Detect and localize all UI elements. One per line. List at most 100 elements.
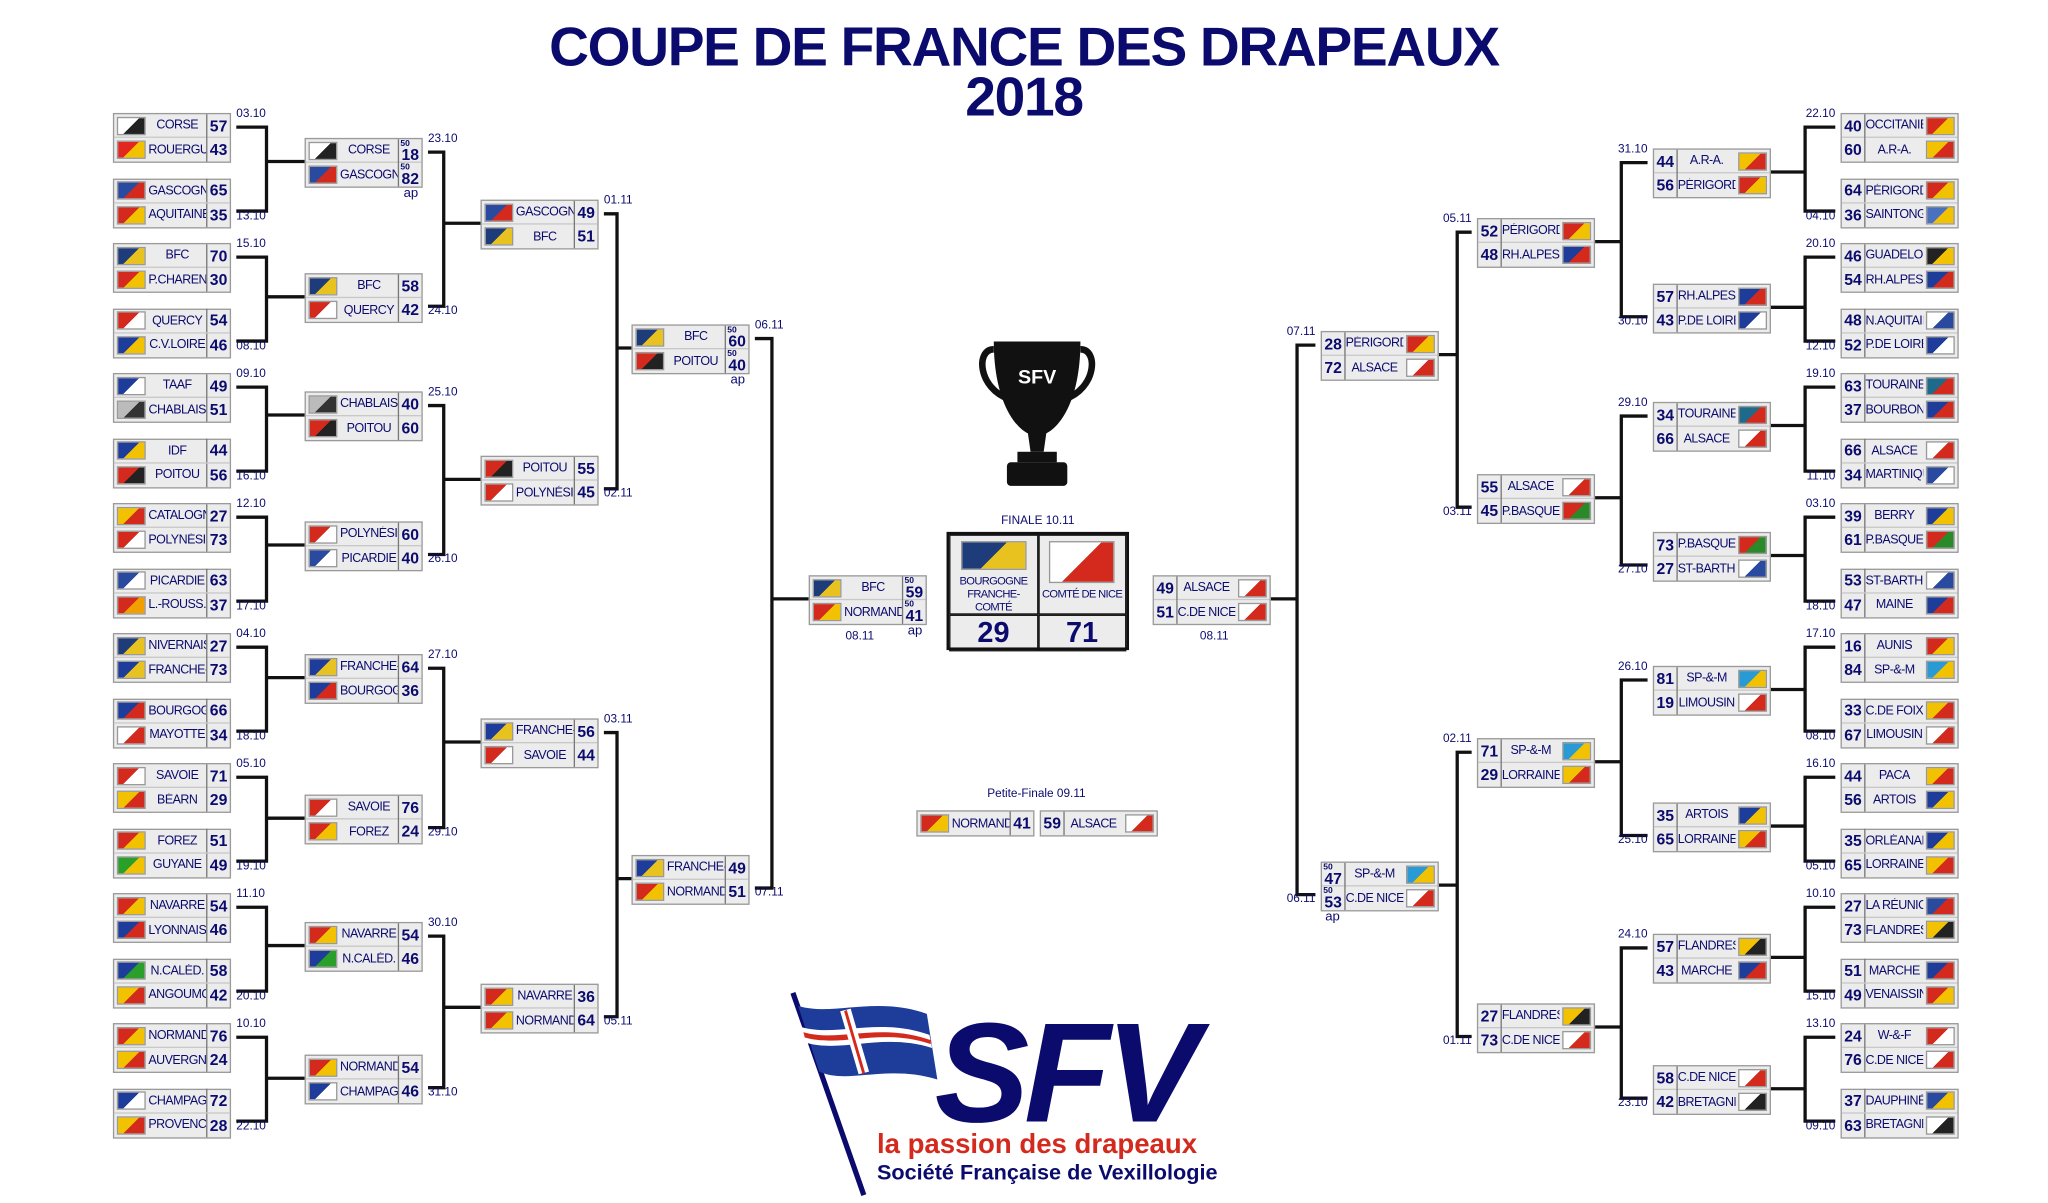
team-name: C.DE NICE	[1345, 891, 1404, 906]
team-name: POITOU	[673, 353, 719, 369]
score-value: 67	[1844, 725, 1862, 744]
score-value: 56	[1656, 175, 1675, 195]
team-name: IDF	[167, 443, 187, 458]
score-value: 42	[209, 985, 228, 1005]
extra-time-label: ap	[403, 186, 419, 201]
match-date: 02.11	[1442, 731, 1472, 745]
team-name: P.DE LOIRE	[1865, 337, 1924, 352]
bracket-line	[1770, 125, 1836, 213]
score-value: 58	[401, 276, 420, 295]
team-score: 55	[573, 456, 598, 481]
flag-icon	[308, 1082, 338, 1101]
flag-icon	[116, 311, 146, 330]
team-score: 47	[1842, 592, 1866, 617]
team-name: BOURBONNAIS	[1865, 402, 1923, 417]
team-name: CHAMPAGNE	[148, 1093, 207, 1108]
flag-icon	[308, 925, 338, 944]
team-row: NORMANDIE54	[305, 1055, 422, 1080]
score-value: 51	[728, 882, 746, 901]
match-date: 10.10	[1805, 886, 1836, 900]
flag-icon	[116, 465, 146, 484]
flag-icon	[812, 578, 842, 597]
flag-icon	[116, 855, 146, 875]
flag-icon	[116, 205, 146, 224]
flag-icon	[1738, 669, 1768, 688]
match-box: CATALOGNE27POLYNÉSIE73	[112, 502, 232, 553]
team-name: L.-ROUSS.	[148, 597, 207, 612]
match-date: 30.10	[1617, 313, 1648, 328]
team-row: PROVENCE28	[114, 1113, 230, 1137]
bracket-line	[427, 934, 481, 1090]
bracket-line	[236, 1035, 305, 1123]
match-date: 24.10	[1617, 927, 1648, 941]
score-value: 46	[401, 949, 420, 968]
team-name: P.BASQUE	[1677, 537, 1736, 552]
match-date: 03.10	[236, 106, 266, 120]
team-score: 67	[1842, 722, 1866, 747]
team-row: ORLÉANAIS35	[1841, 828, 1958, 853]
flag-icon	[1925, 660, 1955, 679]
bracket-line	[236, 515, 305, 603]
team-row: FRANCHE-COMTÉ64	[305, 654, 422, 679]
flag-icon	[308, 418, 338, 438]
team-row: CATALOGNE27	[114, 503, 230, 528]
score-value: 40	[401, 548, 420, 568]
team-name: BFC	[533, 229, 557, 244]
score-value: 53	[1324, 893, 1342, 912]
match-date: 04.10	[1805, 208, 1836, 222]
score-value: 63	[1844, 1115, 1862, 1135]
team-name: MARCHE	[1681, 963, 1733, 978]
team-score: 40	[397, 546, 422, 570]
team-name: ALSACE	[1351, 360, 1398, 375]
flag-icon	[484, 745, 514, 765]
score-value: 27	[209, 636, 228, 655]
flag-icon	[484, 483, 514, 502]
team-name: A.R-A.	[1689, 153, 1724, 169]
team-name: NORMANDIE	[666, 884, 725, 899]
score-value: 28	[209, 1115, 228, 1135]
flag-icon	[1738, 559, 1768, 578]
flag-icon	[484, 986, 514, 1006]
team-score: 41	[1009, 811, 1034, 836]
team-score: 54	[1842, 267, 1866, 292]
team-score: 35	[206, 202, 230, 227]
team-name: NORMANDIE	[951, 816, 1010, 831]
match-date: 08.11	[1199, 629, 1229, 643]
team-row: POLYNÉSIE45	[482, 480, 598, 505]
flag-icon	[1925, 181, 1955, 200]
flag-icon	[635, 327, 665, 347]
match-date: 29.10	[427, 824, 458, 838]
match-date: 26.10	[1617, 659, 1648, 673]
team-score: 27	[1842, 893, 1866, 918]
team-name: C.DE FOIX	[1865, 703, 1924, 718]
team-row: NORMANDIE5041	[810, 600, 926, 624]
match-date: 18.10	[1805, 598, 1836, 612]
flag-icon	[1562, 765, 1592, 785]
team-score: 63	[1842, 373, 1866, 398]
flag-icon	[484, 721, 514, 741]
team-name: LIMOUSIN	[1866, 727, 1923, 743]
team-name: QUERCY	[343, 302, 395, 318]
team-name: FLANDRES	[1865, 922, 1924, 938]
team-score: 27	[1654, 556, 1678, 581]
score-prefix: 50	[1323, 886, 1333, 896]
team-score: 70	[206, 243, 230, 268]
match-date: 22.10	[1805, 106, 1836, 120]
score-value: 27	[1844, 896, 1862, 915]
match-date: 07.11	[1286, 324, 1316, 338]
